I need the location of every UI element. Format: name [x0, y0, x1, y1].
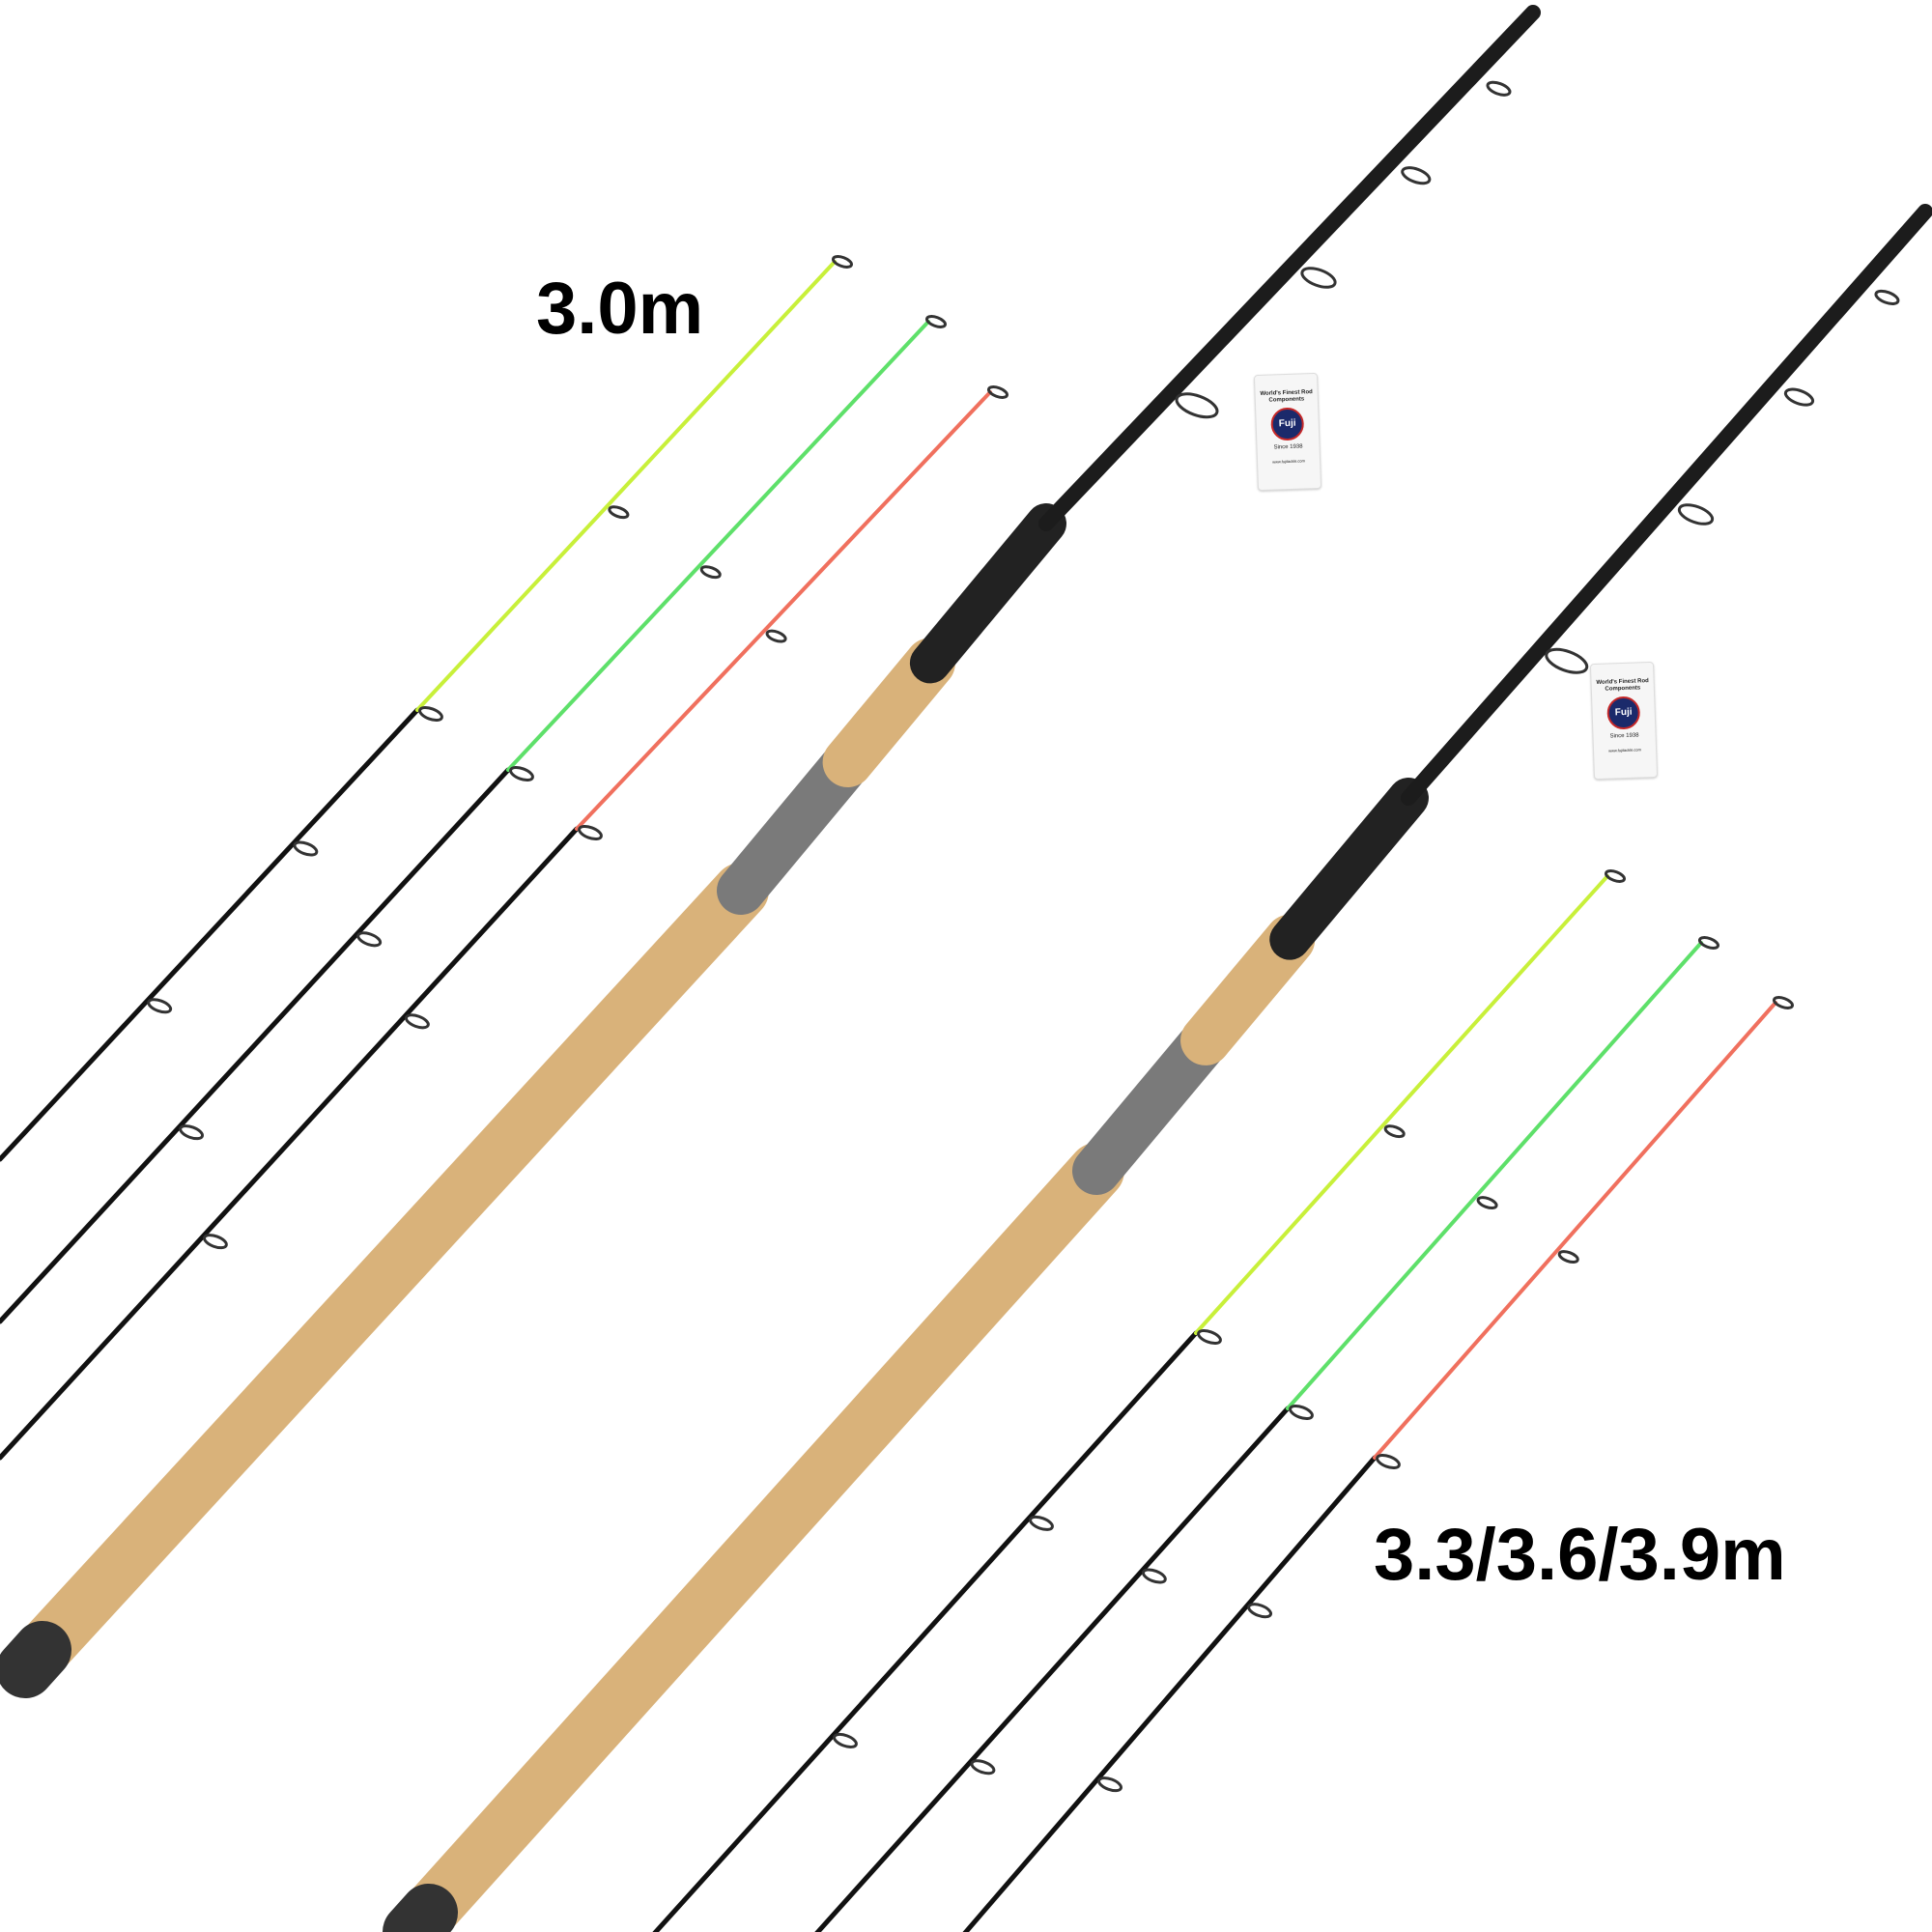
rod-guide — [179, 1124, 205, 1141]
rod-guide — [1300, 267, 1337, 289]
reel-seat — [717, 738, 872, 915]
short-length-label: 3.0m — [536, 268, 704, 350]
tip-top-guide — [1697, 936, 1720, 950]
rod-blank — [1269, 778, 1429, 960]
telescopic-sections — [1401, 204, 1932, 806]
fore-grip — [822, 638, 955, 787]
rod-guide — [293, 840, 319, 857]
quiver-tip-blank — [814, 1406, 1291, 1932]
reel-seat — [1072, 1015, 1231, 1195]
rod-guide — [765, 629, 787, 643]
butt-cap — [0, 1621, 71, 1698]
rod-guide — [1677, 503, 1715, 526]
rod-guide — [699, 565, 722, 580]
rod-guide — [1247, 1603, 1273, 1619]
rod-guide — [1029, 1515, 1054, 1531]
rod-guide — [1197, 1328, 1222, 1346]
quiver-tip-colored — [415, 260, 837, 712]
tip-top-guide — [986, 385, 1009, 399]
rod-guide — [418, 705, 443, 723]
fuji-tag: World's Finest Rod Components Fuji Since… — [1589, 661, 1659, 781]
quiver-tip-colored — [506, 320, 930, 772]
quiver-tip-blank — [0, 707, 420, 1162]
rod-guide — [608, 505, 630, 520]
cork-handle — [384, 1143, 1124, 1932]
rod-guide — [1401, 166, 1432, 185]
tip-top-guide — [1604, 869, 1627, 883]
rod-guide — [147, 998, 173, 1014]
rod-guide — [404, 1013, 430, 1030]
quiver-tip-blank — [0, 767, 511, 1324]
tag-url: www.fujitackle.com — [1608, 746, 1642, 753]
rod-guide — [578, 824, 603, 841]
rod-guide — [1175, 392, 1219, 419]
quiver-tip-blank — [962, 1455, 1378, 1932]
rod-guide — [1545, 647, 1589, 674]
quiver-tip-colored — [1286, 941, 1703, 1410]
tip-top-guide — [831, 255, 854, 269]
rod-guide — [509, 765, 534, 782]
tag-url: www.fujitackle.com — [1272, 457, 1306, 465]
quiver-tip-blank — [652, 1330, 1199, 1932]
rod-guide — [833, 1732, 858, 1748]
rod-guide — [1376, 1453, 1401, 1470]
rod-guide — [1141, 1568, 1167, 1584]
rod-blank — [909, 503, 1066, 684]
fuji-logo: Fuji — [1606, 696, 1641, 730]
rod-guide — [1874, 289, 1900, 305]
tag-headline: World's Finest Rod Components — [1596, 678, 1649, 693]
cork-handle — [0, 863, 769, 1697]
tag-since: Since 1938 — [1609, 732, 1639, 740]
rod-guide — [1557, 1250, 1579, 1264]
butt-cap — [383, 1884, 458, 1932]
fore-grip — [1180, 914, 1316, 1065]
rod-guide — [1486, 80, 1512, 97]
tip-top-guide — [924, 315, 948, 328]
quiver-tip-colored — [1194, 874, 1609, 1335]
tag-since: Since 1938 — [1273, 443, 1303, 451]
quiver-tip-colored — [575, 390, 992, 831]
rod-guide — [1476, 1196, 1498, 1210]
rod-guide — [1097, 1776, 1122, 1793]
rod-guide — [203, 1234, 228, 1250]
tag-headline: World's Finest Rod Components — [1260, 389, 1313, 404]
rod-guide — [356, 931, 383, 948]
fuji-tag: World's Finest Rod Components Fuji Since… — [1253, 372, 1322, 492]
tip-top-guide — [1772, 996, 1795, 1009]
quiver-tip-blank — [0, 826, 580, 1461]
rod-guide — [1783, 387, 1815, 407]
quiver-tip-colored — [1373, 1001, 1777, 1460]
rod-guide — [970, 1759, 996, 1776]
rod-guide — [1289, 1404, 1314, 1421]
telescopic-sections — [1038, 5, 1541, 531]
fuji-logo: Fuji — [1270, 407, 1305, 441]
rod-guide — [1383, 1124, 1406, 1139]
long-length-label: 3.3/3.6/3.9m — [1374, 1514, 1786, 1596]
